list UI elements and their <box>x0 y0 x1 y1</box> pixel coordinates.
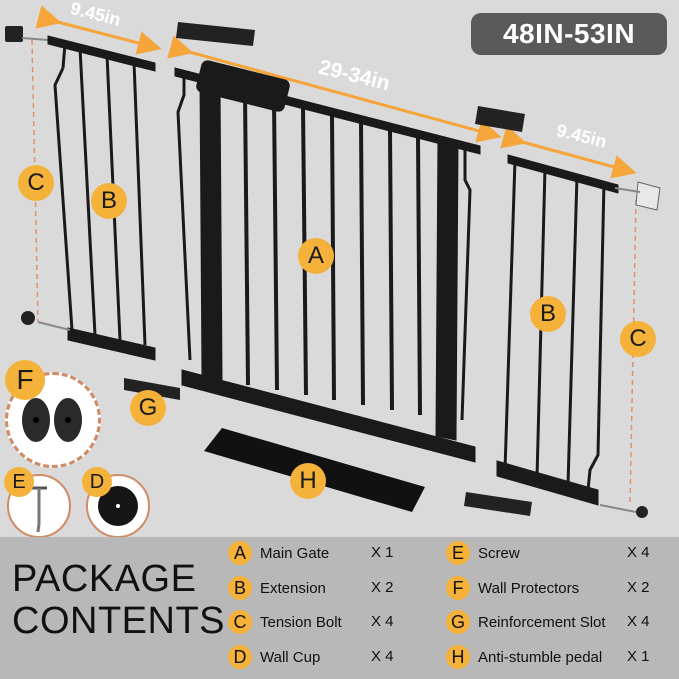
package-contents-panel: PACKAGE CONTENTS A Main Gate X 1 B Exten… <box>0 537 679 679</box>
content-item-screw: E Screw <box>446 539 520 567</box>
letter-badge: D <box>228 645 252 669</box>
dimension-arrows <box>35 5 637 179</box>
content-item-wall-protectors: F Wall Protectors <box>446 574 579 602</box>
item-qty: X 4 <box>371 613 394 630</box>
wall-cup-icon <box>98 486 138 526</box>
marker-b-right: B <box>530 296 566 332</box>
content-item-main-gate: A Main Gate <box>228 539 329 567</box>
letter-badge: G <box>446 610 470 634</box>
left-extension-panel <box>47 35 156 361</box>
item-qty: X 1 <box>371 544 394 561</box>
marker-a: A <box>298 238 334 274</box>
marker-b-left: B <box>91 183 127 219</box>
item-qty: X 4 <box>627 613 650 630</box>
letter-badge: F <box>446 576 470 600</box>
marker-f: F <box>5 360 45 400</box>
screw-icon <box>31 486 47 533</box>
marker-h: H <box>290 463 326 499</box>
title-line-2: CONTENTS <box>12 600 225 642</box>
item-qty: X 4 <box>371 648 394 665</box>
item-name: Screw <box>478 544 520 562</box>
content-item-extension: B Extension <box>228 574 326 602</box>
main-gate-frame <box>174 60 481 463</box>
gate-illustration <box>5 5 661 518</box>
size-range-badge: 48IN-53IN <box>471 13 667 55</box>
letter-badge: E <box>446 541 470 565</box>
marker-d: D <box>82 467 112 497</box>
letter-badge: B <box>228 576 252 600</box>
item-name: Wall Cup <box>260 648 321 666</box>
right-extension-panel <box>496 154 619 506</box>
content-item-anti-stumble-pedal: H Anti-stumble pedal <box>446 643 602 671</box>
letter-badge: A <box>228 541 252 565</box>
package-contents-title: PACKAGE CONTENTS <box>12 558 225 642</box>
content-item-wall-cup: D Wall Cup <box>228 643 320 671</box>
item-qty: X 1 <box>627 648 650 665</box>
item-name: Main Gate <box>260 544 330 562</box>
wall-protector-icon <box>22 398 82 442</box>
marker-c-left: C <box>18 165 54 201</box>
title-line-1: PACKAGE <box>12 558 197 600</box>
product-diagram: 48IN-53IN 9.45in 29-34in 9.45in C B A B … <box>4 0 667 538</box>
item-name: Tension Bolt <box>260 613 342 631</box>
item-qty: X 2 <box>627 579 650 596</box>
content-item-tension-bolt: C Tension Bolt <box>228 608 342 636</box>
marker-e: E <box>4 467 34 497</box>
letter-badge: H <box>446 645 470 669</box>
content-item-reinforcement-slot: G Reinforcement Slot <box>446 608 606 636</box>
letter-badge: C <box>228 610 252 634</box>
item-qty: X 2 <box>371 579 394 596</box>
item-name: Wall Protectors <box>478 579 580 597</box>
item-name: Extension <box>260 579 326 597</box>
marker-c-right: C <box>620 321 656 357</box>
item-name: Anti-stumble pedal <box>478 648 603 666</box>
marker-g: G <box>130 390 166 426</box>
item-qty: X 4 <box>627 544 650 561</box>
item-name: Reinforcement Slot <box>478 613 606 631</box>
